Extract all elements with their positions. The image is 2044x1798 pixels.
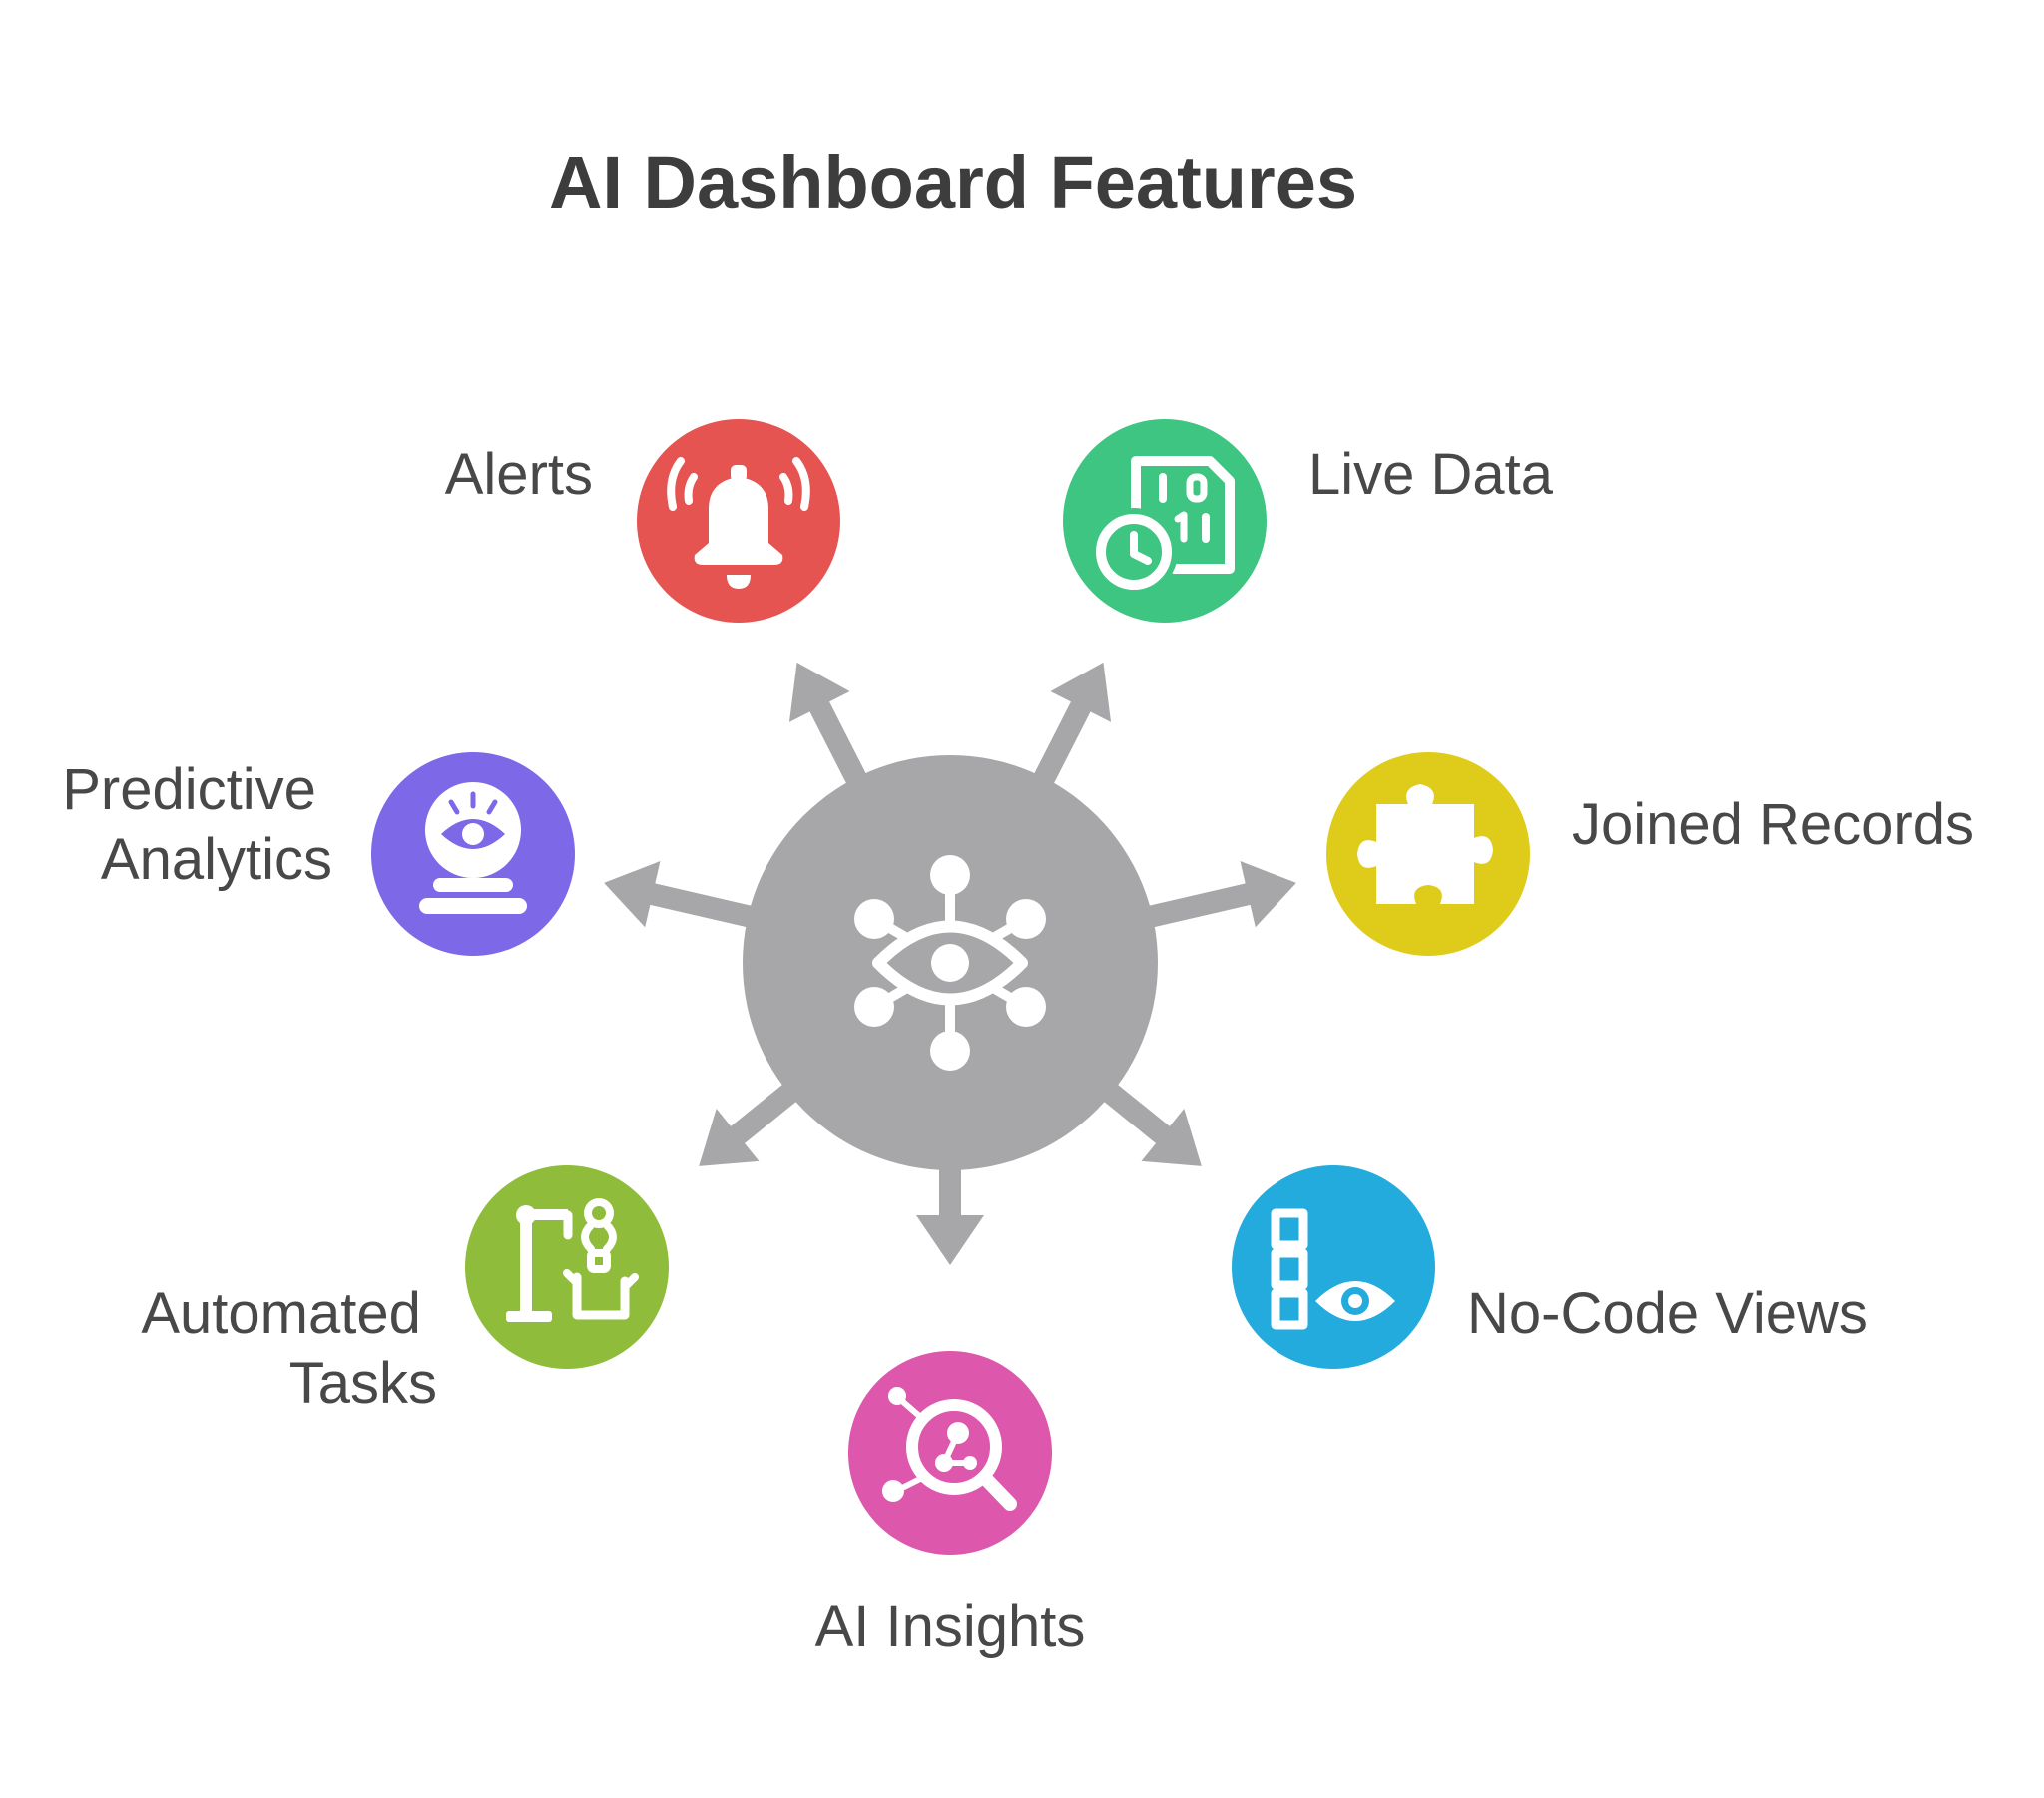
feature-ai-insights [848,1351,1052,1555]
blocks-eye-icon [1271,1208,1395,1330]
feature-label-ai-insights: AI Insights [815,1594,1086,1659]
robot-arm-icon [506,1198,639,1322]
feature-circle [465,1165,669,1369]
bell-alarm-icon [667,457,810,589]
feature-predictive-analytics [371,752,575,956]
feature-automated-tasks [465,1165,669,1369]
feature-label-predictive-analytics: Predictive Analytics [62,757,332,892]
crystal-ball-eye-icon [419,782,527,914]
magnifier-molecule-icon [882,1387,1017,1511]
feature-circle [1232,1165,1435,1369]
feature-label-joined-records: Joined Records [1572,792,1974,857]
connector-arrows [604,662,1296,1265]
feature-live-data [1063,419,1267,623]
feature-label-alerts: Alerts [445,442,593,507]
eye-network-icon [854,855,1046,1071]
feature-joined-records [1326,752,1530,956]
feature-alerts [637,419,840,623]
puzzle-piece-icon [1357,784,1493,904]
hub-node [743,755,1158,1170]
feature-label-live-data: Live Data [1308,442,1554,507]
feature-label-automated-tasks: Automated Tasks [141,1281,437,1416]
feature-label-no-code-views: No-Code Views [1467,1281,1868,1346]
feature-no-code-views [1232,1165,1435,1369]
page-title: AI Dashboard Features [549,141,1357,224]
binary-document-clock-icon [1090,456,1235,596]
